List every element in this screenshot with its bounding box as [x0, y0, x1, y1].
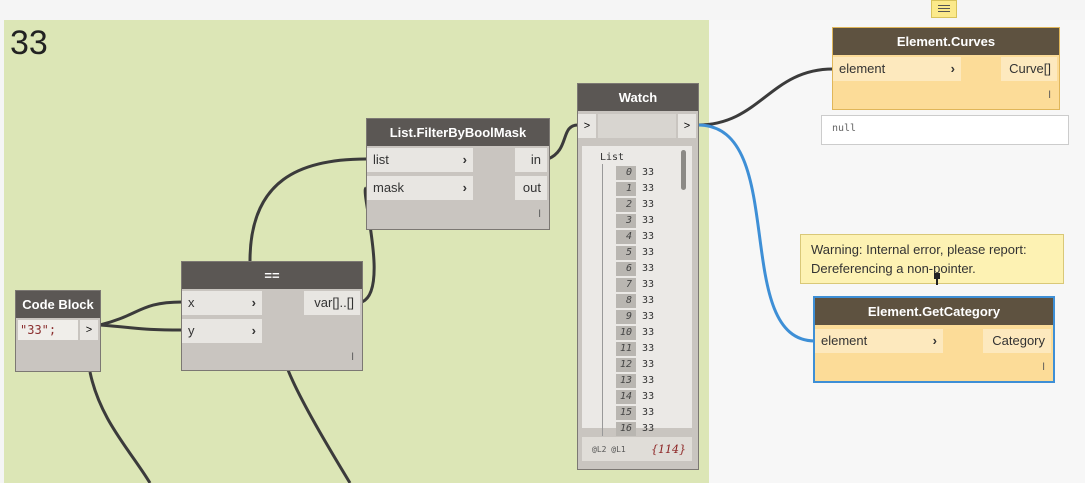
- chevron-right-icon: ›: [932, 333, 937, 348]
- chevron-right-icon: ›: [950, 61, 955, 76]
- lacing-indicator[interactable]: l: [1048, 90, 1051, 101]
- filter-by-bool-mask-node[interactable]: List.FilterByBoolMask list › mask › in o…: [366, 118, 550, 230]
- equals-node[interactable]: == x › y › var[]..[] l: [181, 261, 363, 371]
- element-get-category-node[interactable]: Element.GetCategory element › Category l: [813, 296, 1055, 383]
- output-port[interactable]: Category: [983, 329, 1051, 353]
- input-port-element[interactable]: element ›: [815, 329, 943, 353]
- lacing-indicator[interactable]: l: [351, 352, 354, 363]
- port-label: element: [839, 61, 886, 76]
- node-title: Element.Curves: [833, 28, 1059, 55]
- node-title: Watch: [578, 84, 698, 111]
- input-port-mask[interactable]: mask ›: [367, 176, 473, 200]
- list-label: List: [600, 152, 625, 163]
- node-title: Element.GetCategory: [815, 298, 1053, 325]
- input-port-list[interactable]: list ›: [367, 148, 473, 172]
- output-port-out[interactable]: out: [515, 176, 547, 200]
- warning-line-2: Dereferencing a non-pointer.: [811, 261, 976, 276]
- chevron-right-icon: ›: [251, 323, 256, 338]
- port-label: list: [373, 152, 389, 167]
- node-title: Code Block: [16, 291, 100, 318]
- input-port-element[interactable]: element ›: [833, 57, 961, 81]
- watch-footer: @L2 @L1 {114}: [582, 437, 692, 461]
- output-port-in[interactable]: in: [515, 148, 547, 172]
- warning-line-1: Warning: Internal error, please report:: [811, 242, 1027, 257]
- port-label: mask: [373, 180, 405, 195]
- output-port[interactable]: Curve[]: [1001, 57, 1057, 81]
- output-port[interactable]: var[]..[]: [304, 291, 360, 315]
- node-title: ==: [182, 262, 362, 289]
- lacing-indicator[interactable]: l: [538, 209, 541, 220]
- tree-line: [602, 164, 603, 436]
- node-title: List.FilterByBoolMask: [367, 119, 549, 146]
- group-title[interactable]: 33: [10, 24, 48, 62]
- chevron-right-icon: ›: [462, 152, 467, 167]
- watch-bar: [598, 114, 676, 138]
- item-count: {114}: [651, 443, 686, 456]
- element-curves-node[interactable]: Element.Curves element › Curve[] l: [832, 27, 1060, 110]
- code-block-node[interactable]: Code Block "33"; >: [15, 290, 101, 372]
- chevron-right-icon: ›: [251, 295, 256, 310]
- pin-icon[interactable]: [933, 273, 941, 285]
- preview-bubble: null: [821, 115, 1069, 145]
- input-port-y[interactable]: y ›: [182, 319, 262, 343]
- chevron-right-icon: ›: [462, 180, 467, 195]
- port-label: y: [188, 323, 195, 338]
- list-levels[interactable]: @L2 @L1: [592, 445, 626, 454]
- code-text: "33";: [20, 323, 57, 337]
- preview-value: null: [832, 123, 857, 134]
- input-port-x[interactable]: x ›: [182, 291, 262, 315]
- output-port[interactable]: >: [80, 320, 98, 340]
- output-port[interactable]: >: [678, 114, 696, 138]
- port-label: x: [188, 295, 195, 310]
- scrollbar-thumb[interactable]: [681, 150, 686, 190]
- warning-bubble[interactable]: Warning: Internal error, please report: …: [800, 234, 1064, 284]
- code-input[interactable]: "33";: [18, 320, 78, 340]
- info-note-icon[interactable]: [931, 0, 957, 18]
- lacing-indicator[interactable]: l: [1042, 362, 1045, 373]
- input-port[interactable]: >: [578, 114, 596, 138]
- port-label: element: [821, 333, 868, 348]
